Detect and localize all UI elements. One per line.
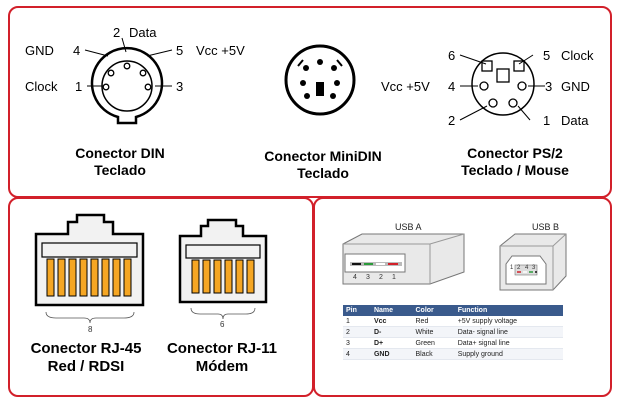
din-pin-vcc-label: Vcc +5V	[196, 43, 245, 58]
ps2-caption-title: Conector PS/2	[467, 145, 563, 161]
rj11-caption-subtitle: Módem	[195, 358, 249, 375]
usb-connector-panel	[313, 197, 612, 397]
usb-a-label: USB A	[395, 222, 422, 232]
din-pin-5-number: 5	[176, 43, 184, 58]
table-cell-color: Red	[412, 316, 455, 327]
table-cell-function: Supply ground	[454, 348, 563, 360]
usb-b-pin-3-number: 3	[532, 265, 536, 271]
din-pin-2-number: 2	[113, 25, 121, 40]
table-cell-name: D-	[370, 326, 413, 338]
usb-b-pin-2-number: 2	[517, 265, 521, 271]
minidin-caption-subtitle: Teclado	[297, 165, 349, 181]
ps2-pin-4-number: 4	[448, 79, 456, 94]
table-cell-function: +5V supply voltage	[454, 316, 563, 327]
column-header-color: Color	[412, 305, 455, 316]
table-cell-function: Data- signal line	[454, 326, 563, 338]
ps2-pin-6-number: 6	[448, 48, 456, 63]
din-pin-clock-label: Clock	[25, 79, 58, 94]
ps2-pin-clock-label: Clock	[561, 48, 594, 63]
ps2-pin-1-number: 1	[543, 113, 551, 128]
usb-a-pin-4-number: 4	[353, 274, 357, 281]
usb-a-pin-1-number: 1	[392, 274, 396, 281]
din-caption-title: Conector DIN	[75, 145, 165, 161]
column-header-function: Function	[454, 305, 563, 316]
table-cell-pin: 1	[343, 316, 371, 327]
table-cell-pin: 4	[343, 348, 371, 360]
table-row: 3 D+ Green Data+ signal line	[343, 337, 563, 349]
din-pin-1-number: 1	[75, 79, 83, 94]
table-cell-pin: 2	[343, 326, 371, 338]
ps2-caption-subtitle: Teclado / Mouse	[461, 162, 569, 178]
ps2-pin-3-number: 3	[545, 79, 553, 94]
usb-b-label: USB B	[532, 222, 560, 232]
usb-a-pin-3-number: 3	[366, 274, 370, 281]
minidin-caption-title: Conector MiniDIN	[264, 148, 382, 164]
table-cell-color: Black	[412, 348, 455, 360]
din-caption-subtitle: Teclado	[94, 162, 146, 178]
table-header-row: Pin Name Color Function	[343, 305, 563, 316]
rj11-caption-title: Conector RJ-11	[166, 340, 278, 357]
table-cell-color: Green	[412, 337, 455, 349]
din-pin-3-number: 3	[176, 79, 184, 94]
din-pin-gnd-label: GND	[25, 43, 54, 58]
din-caption: Conector DIN Teclado	[60, 145, 180, 179]
ps2-pin-2-number: 2	[448, 113, 456, 128]
table-row: 1 Vcc Red +5V supply voltage	[343, 316, 563, 327]
ps2-caption: Conector PS/2 Teclado / Mouse	[445, 145, 585, 179]
table-cell-name: GND	[370, 348, 413, 360]
ps2-pin-5-number: 5	[543, 48, 551, 63]
rj11-caption: Conector RJ-11 Módem	[160, 340, 284, 376]
ps2-vcc-label: Vcc +5V	[381, 79, 430, 94]
usb-b-pin-1-number: 1	[510, 265, 514, 271]
ps2-pin-gnd-label: GND	[561, 79, 590, 94]
usb-pinout-table: Pin Name Color Function 1 Vcc Red +5V su…	[343, 305, 563, 360]
table-cell-name: Vcc	[370, 316, 413, 327]
rj45-contacts	[46, 258, 132, 297]
table-cell-function: Data+ signal line	[454, 337, 563, 349]
rj11-contacts	[191, 259, 255, 294]
table-cell-name: D+	[370, 337, 413, 349]
table-row: 4 GND Black Supply ground	[343, 348, 563, 360]
column-header-name: Name	[370, 305, 413, 316]
din-pin-data-label: Data	[129, 25, 157, 40]
rj45-caption-subtitle: Red / RDSI	[47, 358, 125, 375]
rj11-pin-count: 6	[220, 320, 225, 329]
ps2-pin-data-label: Data	[561, 113, 589, 128]
usb-b-pin-4-number: 4	[525, 265, 529, 271]
din-pin-4-number: 4	[73, 43, 81, 58]
minidin-caption: Conector MiniDIN Teclado	[250, 148, 396, 182]
rj45-pin-count: 8	[88, 325, 93, 334]
column-header-pin: Pin	[343, 305, 371, 316]
table-row: 2 D- White Data- signal line	[343, 326, 563, 338]
table-cell-pin: 3	[343, 337, 371, 349]
rj45-caption: Conector RJ-45 Red / RDSI	[24, 340, 148, 376]
table-cell-color: White	[412, 326, 455, 338]
usb-a-pin-2-number: 2	[379, 274, 383, 281]
rj45-caption-title: Conector RJ-45	[30, 340, 142, 357]
